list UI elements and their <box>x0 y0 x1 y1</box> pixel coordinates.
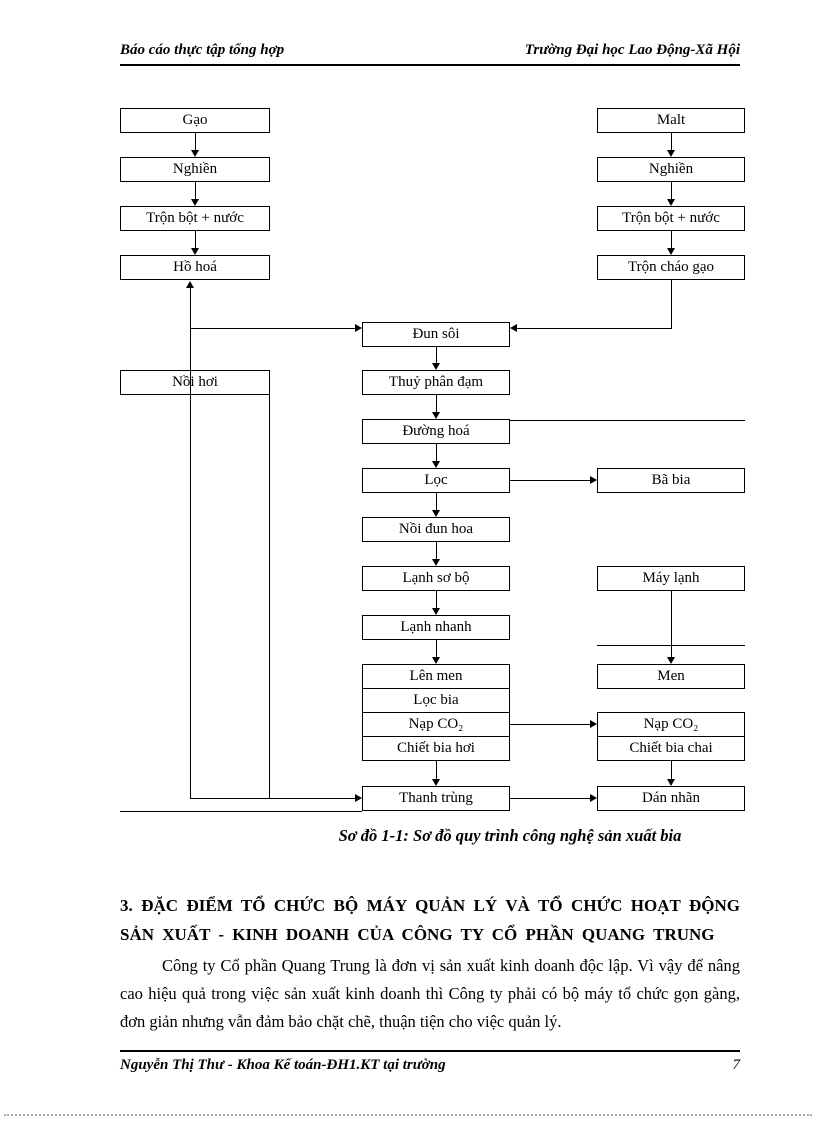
arrow-lanhnhanh-to-lenmen <box>432 640 440 664</box>
footer-author-text: Nguyễn Thị Thư - Khoa Kế toán-ĐH1.KT tại… <box>120 1057 446 1073</box>
flow-node-tron-bot-nuoc-right: Trộn bột + nước <box>597 206 745 231</box>
arrow-tronchaogao-to-dunsoi <box>510 324 671 332</box>
flow-node-noi-dun-hoa: Nồi đun hoa <box>362 517 510 542</box>
page-bottom-dotted-line <box>4 1114 812 1116</box>
flow-node-loc: Lọc <box>362 468 510 493</box>
flow-node-dun-soi: Đun sôi <box>362 322 510 347</box>
arrow-napco2-to-napco2-right <box>510 720 597 728</box>
flow-node-thanh-trung: Thanh trùng <box>362 786 510 811</box>
flow-node-len-men: Lên men <box>362 664 510 689</box>
arrow-chietbiahoi-to-thanhtrung <box>432 760 440 786</box>
arrow-loc-to-noidunhoa <box>432 493 440 517</box>
diagram-caption: Sơ đồ 1-1: Sơ đồ quy trình công nghệ sản… <box>338 826 682 845</box>
flow-node-noi-hoi: Nồi hơi <box>120 370 270 395</box>
footer-rule <box>120 1050 740 1052</box>
flow-node-tron-chao-gao: Trộn cháo gạo <box>597 255 745 280</box>
arrow-maylanh-to-men <box>667 591 675 664</box>
arrow-loc-to-babia <box>510 476 597 484</box>
arrow-hohoa-to-dunsoi <box>190 324 362 332</box>
flow-node-may-lanh: Máy lạnh <box>597 566 745 591</box>
flow-node-lanh-nhanh: Lạnh nhanh <box>362 615 510 640</box>
flow-node-lanh-so-bo: Lạnh sơ bộ <box>362 566 510 591</box>
header-left-text: Báo cáo thực tập tổng hợp <box>120 42 285 58</box>
flow-node-duong-hoa: Đường hoá <box>362 419 510 444</box>
arrow-noidunhoa-to-lanhsobo <box>432 542 440 566</box>
section-heading: 3. ĐẶC ĐIỂM TỔ CHỨC BỘ MÁY QUẢN LÝ VÀ TỔ… <box>120 891 740 949</box>
line-right-upper <box>510 420 745 421</box>
flow-node-malt: Malt <box>597 108 745 133</box>
arrow-lanhsobo-to-lanhnhanh <box>432 591 440 615</box>
section-heading-line2: SẢN XUẤT - KINH DOANH CỦA CÔNG TY CỔ PHẦ… <box>120 925 715 944</box>
flow-node-nghien-right: Nghiền <box>597 157 745 182</box>
header-right-text: Trường Đại học Lao Động-Xã Hội <box>524 42 740 58</box>
flow-node-ho-hoa: Hồ hoá <box>120 255 270 280</box>
line-right-lower <box>597 645 745 646</box>
arrow-nghien-to-tronbot-left <box>191 182 199 206</box>
flow-node-chiet-bia-chai: Chiết bia chai <box>597 736 745 761</box>
line-bottom-left <box>120 811 362 812</box>
arrow-nghien-to-tronbot-right <box>667 182 675 206</box>
arrow-tronbot-to-tronchaogao <box>667 231 675 255</box>
flow-node-gao: Gạo <box>120 108 270 133</box>
arrow-thuyphandam-to-duonghoa <box>432 395 440 419</box>
flow-node-ba-bia: Bã bia <box>597 468 745 493</box>
flow-node-men: Men <box>597 664 745 689</box>
arrow-dunsoi-to-thuyphandam <box>432 347 440 370</box>
section-heading-line1: 3. ĐẶC ĐIỂM TỔ CHỨC BỘ MÁY QUẢN LÝ VÀ TỔ… <box>120 896 740 915</box>
flow-node-chiet-bia-hoi: Chiết bia hơi <box>362 736 510 761</box>
line-tronchaogao-drop <box>671 280 672 329</box>
page-footer: Nguyễn Thị Thư - Khoa Kế toán-ĐH1.KT tại… <box>120 1057 740 1074</box>
flow-node-tron-bot-nuoc-left: Trộn bột + nước <box>120 206 270 231</box>
flow-node-nap-co2: Nạp CO₂ <box>362 712 510 737</box>
arrow-tronbot-to-hohoa <box>191 231 199 255</box>
arrow-noihoi-to-thanhtrung <box>190 794 362 802</box>
body-paragraph: Công ty Cổ phần Quang Trung là đơn vị sả… <box>120 956 740 1031</box>
arrow-malt-to-nghien <box>667 133 675 157</box>
page-number: 7 <box>732 1057 741 1073</box>
flow-node-dan-nhan: Dán nhãn <box>597 786 745 811</box>
arrow-duonghoa-to-loc <box>432 444 440 468</box>
flow-node-nap-co2-right: Nạp CO₂ <box>597 712 745 737</box>
line-noihoi-right-drop <box>269 395 270 799</box>
flow-node-nghien-left: Nghiền <box>120 157 270 182</box>
arrow-noihoi-to-hohoa <box>186 281 194 798</box>
arrow-chietbiachai-to-dannhan <box>667 760 675 786</box>
arrow-thanhtrung-to-dannhan <box>510 794 597 802</box>
page-header: Báo cáo thực tập tổng hợp Trường Đại học… <box>120 42 740 66</box>
flow-node-thuy-phan-dam: Thuỷ phân đạm <box>362 370 510 395</box>
arrow-gao-to-nghien <box>191 133 199 157</box>
flow-node-loc-bia: Lọc bia <box>362 688 510 713</box>
